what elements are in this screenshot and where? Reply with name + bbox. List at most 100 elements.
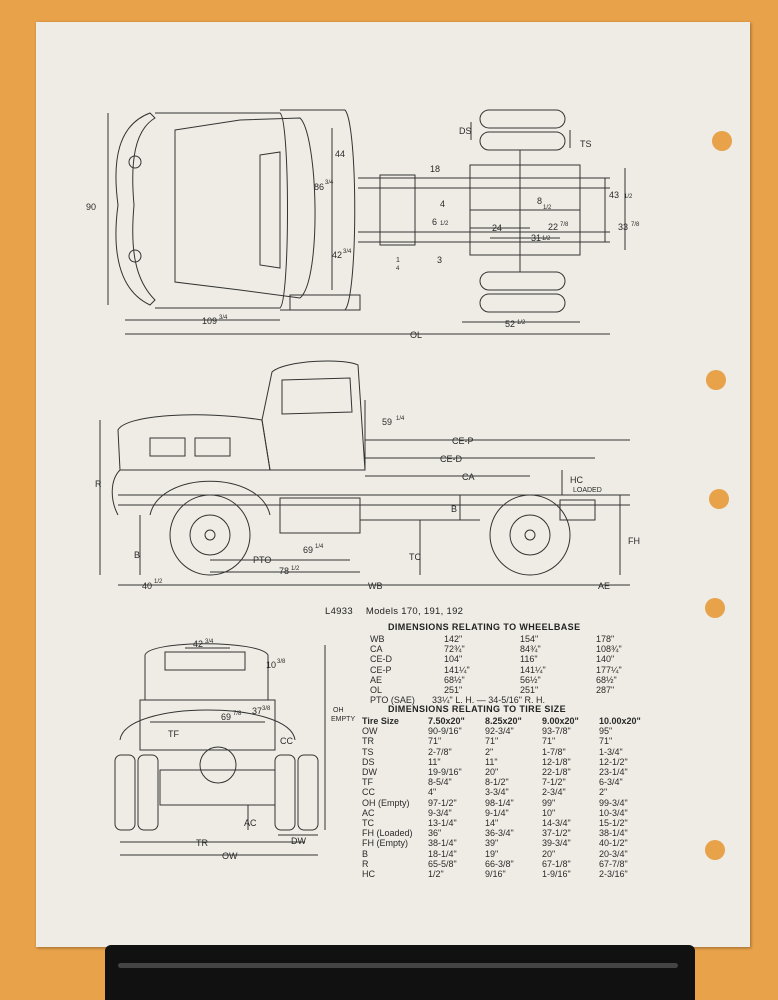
tire-row-label: TF [362, 777, 373, 788]
tire-row-value: 98-1/4" [485, 797, 514, 808]
dim-24: 24 [492, 223, 502, 233]
tire-row-value: 36" [428, 828, 442, 839]
dim-ca: CA [462, 472, 475, 482]
binder-hole [706, 370, 726, 390]
tire-row-label: TC [362, 818, 374, 829]
top-view-labels: 90 44 86 3/4 42 3/4 18 4 6 1/2 1 4 3 DS … [86, 126, 640, 340]
tire-row-value: 10-3/4" [599, 807, 628, 818]
dim-8-frac: 1/2 [543, 205, 552, 211]
dim-22: 22 [548, 222, 558, 232]
tire-row-value: 2" [485, 746, 494, 757]
wheelbase-value: 84¾" [520, 644, 541, 655]
dim-3: 3 [437, 255, 442, 265]
binder-hole [709, 489, 729, 509]
tire-row-value: 23-1/4" [599, 767, 628, 778]
dim-86: 86 [314, 182, 324, 192]
tire-row-value: 67-1/8" [542, 858, 571, 869]
wheelbase-value: 116" [520, 654, 538, 665]
dim-31-frac: 1/2 [542, 236, 551, 242]
dim-33-frac: 7/8 [631, 222, 640, 228]
tire-row-value: 20-3/4" [599, 848, 628, 859]
dim-18: 18 [430, 164, 440, 174]
dim-ce-d: CE-D [440, 454, 462, 464]
tire-row-value: 71" [599, 736, 613, 747]
dim-cc: CC [280, 736, 293, 746]
tire-row-label: HC [362, 869, 375, 880]
tire-header-cell: Tire Size [362, 716, 399, 726]
tire-row-value: 2-7/8" [428, 746, 452, 757]
wheelbase-value: 177¼" [596, 664, 622, 675]
tire-row-value: 99-3/4" [599, 797, 628, 808]
tire-row-value: 19-9/16" [428, 767, 462, 778]
dim-loaded: LOADED [573, 487, 602, 494]
dim-1-frac: 4 [396, 266, 400, 272]
dim-b: B [134, 550, 140, 560]
tire-row-value: 93-7/8" [542, 726, 571, 737]
wheelbase-value: 251" [444, 685, 463, 696]
wheelbase-value: 178" [596, 634, 615, 644]
tire-row-value: 1-7/8" [542, 746, 566, 757]
wheelbase-value: 104" [444, 654, 463, 665]
dim-69-front-frac: 7/8 [233, 711, 242, 717]
dim-4: 4 [440, 199, 445, 209]
tire-row-value: 9/16" [485, 869, 506, 880]
tire-row-value: 37-1/2" [542, 828, 571, 839]
dim-wb: WB [368, 581, 383, 591]
tire-row-value: 39" [485, 838, 499, 849]
dim-tr: TR [196, 838, 208, 848]
tire-row-value: 9-1/4" [485, 807, 509, 818]
tire-row-value: 20" [485, 767, 499, 778]
tire-row: OH (Empty)97-1/2"98-1/4"99"99-3/4" [362, 798, 656, 808]
tire-row-value: 90-9/16" [428, 726, 462, 737]
dim-31: 31 [531, 233, 541, 243]
tire-row-value: 3-3/4" [485, 787, 509, 798]
model-heading: L4933 Models 170, 191, 192 [325, 606, 473, 617]
dim-ae: AE [598, 581, 610, 591]
wheelbase-value: 72¾" [444, 644, 465, 655]
dim-37-frac: 3/8 [262, 706, 271, 712]
dim-78-frac: 1/2 [291, 566, 300, 572]
tire-row-value: 2-3/16" [599, 869, 628, 880]
wheelbase-label: CE-P [370, 664, 392, 675]
dim-42-frac: 3/4 [343, 249, 352, 255]
dim-42: 42 [332, 250, 342, 260]
top-view-drawing [107, 109, 626, 335]
tire-row-label: DS [362, 756, 375, 767]
dim-ts: TS [580, 139, 592, 149]
wheelbase-label: CE-D [370, 654, 392, 665]
binder-hole [712, 131, 732, 151]
dim-90: 90 [86, 202, 96, 212]
dim-tf: TF [168, 729, 179, 739]
tire-row-value: 13-1/4" [428, 818, 457, 829]
tire-row-value: 92-3/4" [485, 726, 514, 737]
dim-86-frac: 3/4 [325, 180, 334, 186]
dim-oh-empty: EMPTY [331, 716, 355, 723]
tire-row-value: 71" [428, 736, 442, 747]
tire-row-label: FH (Empty) [362, 838, 408, 849]
tire-row-value: 10" [542, 807, 556, 818]
tire-row-value: 95" [599, 726, 613, 737]
tire-header-cell: 9.00x20" [542, 716, 579, 726]
tire-row-label: CC [362, 787, 375, 798]
dim-ol: OL [410, 330, 422, 340]
model-numbers: Models 170, 191, 192 [365, 606, 464, 617]
tire-row-value: 6-3/4" [599, 777, 623, 788]
dim-tc: TC [409, 552, 421, 562]
pto-label: PTO (SAE) [370, 695, 415, 706]
dim-37: 37 [252, 706, 262, 716]
dim-40: 40 [142, 581, 152, 591]
tire-row-label: OH (Empty) [362, 797, 410, 808]
tire-row-value: 4" [428, 787, 437, 798]
front-view-drawing [114, 643, 326, 856]
